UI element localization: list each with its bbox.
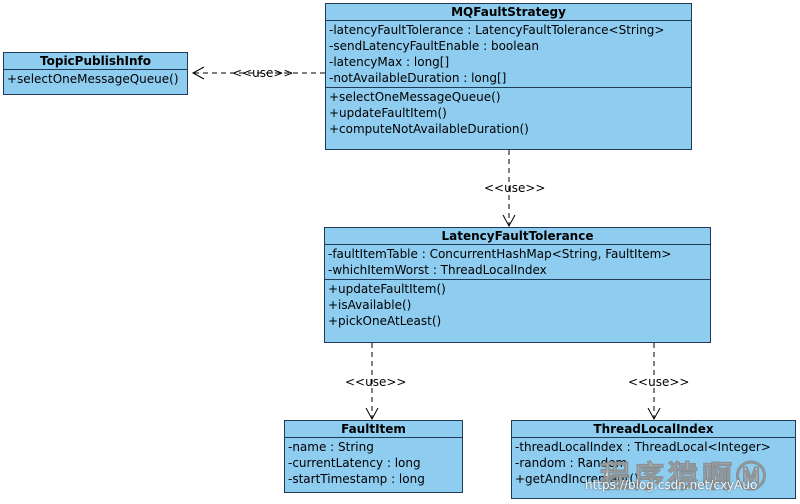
operation-row: +selectOneMessageQueue() xyxy=(7,72,179,86)
attribute-row: +getAndIncrement() xyxy=(515,472,639,486)
dep-mq-lft-arrowhead xyxy=(502,214,516,228)
operation-row: +updateFaultItem() xyxy=(329,106,447,120)
class-threadlocalindex[interactable]: ThreadLocalIndex-threadLocalIndex : Thre… xyxy=(511,420,796,499)
dep-lft-fault-arrowhead xyxy=(365,407,379,421)
operation-compartment: +selectOneMessageQueue() +updateFaultItem… xyxy=(326,88,691,138)
use-label-lft-tli: <<use>> xyxy=(628,375,690,389)
watermark-url: https://blog.csdn.net/cxyAuo xyxy=(585,478,758,492)
attribute-row: -latencyMax : long[] xyxy=(329,55,450,69)
use-label-topic-mq: <<use>> xyxy=(232,66,294,80)
attribute-row: -random : Random xyxy=(515,456,628,470)
dep-lft-tli-arrowhead xyxy=(647,407,661,421)
attribute-row: -threadLocalIndex : ThreadLocal<Integer> xyxy=(515,440,771,454)
operation-row: +computeNotAvailableDuration() xyxy=(329,122,529,136)
operation-compartment: +selectOneMessageQueue() xyxy=(4,70,187,88)
attribute-row: -currentLatency : long xyxy=(288,456,421,470)
attribute-row: -faultItemTable : ConcurrentHashMap<Stri… xyxy=(328,247,672,261)
use-label-mq-lft: <<use>> xyxy=(484,181,546,195)
class-name: ThreadLocalIndex xyxy=(512,421,795,438)
class-name: LatencyFaultTolerance xyxy=(325,228,710,245)
attribute-compartment: -faultItemTable : ConcurrentHashMap<Stri… xyxy=(325,245,710,280)
operation-row: +updateFaultItem() xyxy=(328,282,446,296)
operation-compartment: +updateFaultItem() +isAvailable() +pickOne… xyxy=(325,280,710,330)
attribute-compartment: -name : String -currentLatency : long -sta… xyxy=(285,438,462,488)
attribute-row: -startTimestamp : long xyxy=(288,472,425,486)
class-name: FaultItem xyxy=(285,421,462,438)
operation-row: +pickOneAtLeast() xyxy=(328,314,442,328)
attribute-row: -sendLatencyFaultEnable : boolean xyxy=(329,39,539,53)
watermark-logo: 程序猿啊Ⓜ xyxy=(600,460,770,496)
use-label-lft-fault: <<use>> xyxy=(345,375,407,389)
operation-row: +isAvailable() xyxy=(328,298,412,312)
class-topicpublishinfo[interactable]: TopicPublishInfo +selectOneMessageQueue() xyxy=(3,52,188,95)
class-faultitem[interactable]: FaultItem -name : String -currentLatency :… xyxy=(284,420,463,493)
dep-topic-mq-arrowhead xyxy=(191,66,205,80)
attribute-row: -latencyFaultTolerance : LatencyFaultTol… xyxy=(329,23,665,37)
attribute-row: -notAvailableDuration : long[] xyxy=(329,71,507,85)
attribute-row: -name : String xyxy=(288,440,374,454)
class-mqfaultstrategy[interactable]: MQFaultStrategy -latencyFaultTolerance : … xyxy=(325,3,692,150)
class-name: TopicPublishInfo xyxy=(4,53,187,70)
operation-row: +selectOneMessageQueue() xyxy=(329,90,501,104)
class-name: MQFaultStrategy xyxy=(326,4,691,21)
attribute-compartment: -threadLocalIndex : ThreadLocal<Integer>… xyxy=(512,438,795,488)
attribute-compartment: -latencyFaultTolerance : LatencyFaultTol… xyxy=(326,21,691,88)
attribute-row: -whichItemWorst : ThreadLocalIndex xyxy=(328,263,547,277)
class-latencyfaulttolerance[interactable]: LatencyFaultTolerance -faultItemTable : C… xyxy=(324,227,711,343)
